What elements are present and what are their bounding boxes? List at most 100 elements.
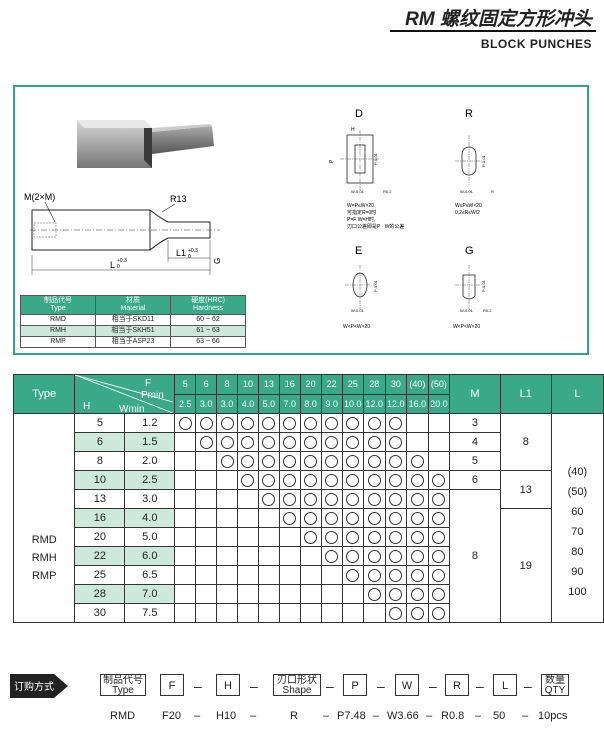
availability-cell [195,603,218,623]
wmin-cell: 5.0 [124,527,176,547]
available-mark [389,587,403,601]
svg-text:P-0.01: P-0.01 [373,152,378,165]
availability-cell [174,546,197,566]
order-w-box: W [395,674,419,696]
available-mark [325,511,339,525]
availability-cell [299,413,322,433]
svg-text:P: P [329,159,335,163]
svg-text:+0.3: +0.3 [117,258,127,264]
pmin-value-header: 4.0 [237,393,259,414]
available-mark [220,454,234,468]
pmin-value-header: 8.0 [299,393,322,414]
available-mark [432,530,446,544]
example-type: RMD [110,710,136,722]
svg-text:H: H [351,127,355,133]
available-mark [389,435,403,449]
availability-cell [299,470,322,490]
availability-cell [278,413,301,433]
availability-cell [427,470,451,490]
availability-cell [278,432,301,452]
availability-cell [341,565,365,585]
wmin-cell: 3.0 [124,489,176,509]
availability-cell [427,584,451,604]
availability-cell [174,508,197,528]
wmin-cell: 6.5 [124,565,176,585]
l-value: 80 [571,546,584,558]
diagram-panel [13,85,589,355]
availability-cell [216,508,238,528]
available-mark [346,511,360,525]
availability-cell [427,413,451,433]
availability-cell [216,546,238,566]
available-mark [389,454,403,468]
svg-text:0.2≤R≤W/2: 0.2≤R≤W/2 [455,210,480,216]
f-value-header: 5 [174,374,197,395]
availability-cell [406,413,429,433]
f-value-header: 10 [237,374,259,395]
order-arrow-icon: 订购方式 [10,674,68,698]
availability-cell [237,527,259,547]
example-f: F20 [162,710,181,722]
availability-cell [406,603,429,623]
available-mark [389,492,403,506]
m-cell: 6 [449,470,501,490]
svg-text:可指定R=0时: 可指定R=0时 [347,209,376,216]
pmin-value-header: 12.0 [384,393,408,414]
available-mark [432,492,446,506]
availability-cell [195,489,218,509]
l-value: 60 [571,506,584,518]
availability-cell [299,527,322,547]
availability-cell [341,451,365,471]
wmin-cell: 7.0 [124,584,176,604]
h-cell: 30 [74,603,126,623]
availability-cell [341,546,365,566]
pmin-value-header: 5.0 [257,393,280,414]
pmin-value-header: 7.0 [278,393,301,414]
availability-cell [341,527,365,547]
available-mark [410,568,424,582]
h-cell: 28 [74,584,126,604]
l1-cell: 13 [499,470,552,509]
available-mark [367,511,381,525]
available-mark [199,416,213,430]
pmin-label: Pmin [141,390,164,401]
available-mark [367,549,381,563]
availability-cell [299,584,322,604]
available-mark [304,435,318,449]
available-mark [389,473,403,487]
availability-cell [174,470,197,490]
example-qty: 10pcs [538,710,568,722]
available-mark [346,435,360,449]
availability-cell [363,565,386,585]
side-view-drawing: M(2×M) R13 L +0.3 0 L1 +0.3 0 G [24,192,222,275]
availability-cell [363,603,386,623]
wmin-cell: 6.0 [124,546,176,566]
svg-text:W-0.01: W-0.01 [351,308,365,313]
availability-cell [257,565,280,585]
f-value-header: 28 [363,374,386,395]
availability-cell [341,413,365,433]
available-mark [241,473,255,487]
available-mark [389,511,403,525]
svg-text:W-0.01: W-0.01 [460,308,474,313]
availability-cell [216,489,238,509]
svg-text:W-0.01: W-0.01 [351,189,365,194]
availability-cell [195,432,218,452]
wmin-label: Wmin [119,404,145,413]
m-thread-label: M(2×M) [24,192,55,202]
shape-d-drawing: D H P P-0.01 W-0.01 R0.2 W=P≤W×20 可指定R=0… [329,108,404,230]
availability-cell [257,451,280,471]
availability-cell [278,603,301,623]
availability-cell [299,489,322,509]
wmin-cell: 7.5 [124,603,176,623]
f-value-header: (50) [427,374,451,395]
type-header: Type [12,374,76,414]
shape-r-label: R [465,108,473,120]
available-mark [262,416,276,430]
